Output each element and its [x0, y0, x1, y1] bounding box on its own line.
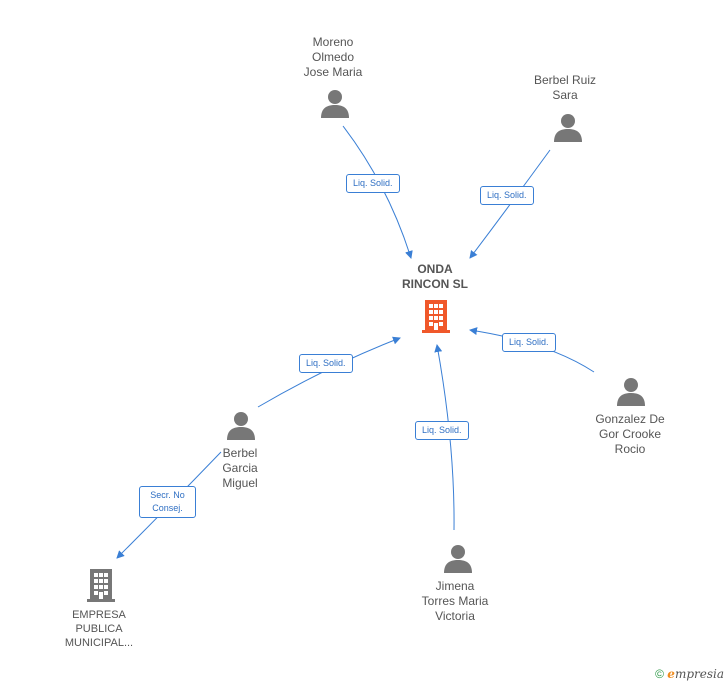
edge-label-gonzalez[interactable]: Liq. Solid. — [502, 333, 556, 352]
edge-label-berbel-ruiz[interactable]: Liq. Solid. — [480, 186, 534, 205]
person-label-berbel-garcia[interactable]: Berbel Garcia Miguel — [222, 446, 258, 490]
person-label-gonzalez[interactable]: Gonzalez De Gor Crooke Rocio — [595, 412, 665, 456]
building-icon[interactable] — [420, 298, 452, 334]
edge-line-jimena — [434, 344, 455, 531]
person-label-moreno[interactable]: Moreno Olmedo Jose Maria — [303, 35, 363, 79]
footer-brand: © empresia — [655, 667, 724, 681]
edge-label-empresa[interactable]: Secr. No Consej. — [139, 486, 196, 518]
edge-label-moreno[interactable]: Liq. Solid. — [346, 174, 400, 193]
center-company-label[interactable]: ONDA RINCON SL — [402, 262, 468, 291]
person-label-jimena[interactable]: Jimena Torres Maria Victoria — [421, 579, 489, 623]
copyright-symbol: © — [655, 667, 664, 681]
company-label-empresa-publica[interactable]: EMPRESA PUBLICA MUNICIPAL... — [64, 609, 134, 649]
person-icon[interactable] — [320, 88, 350, 118]
person-icon[interactable] — [553, 112, 583, 142]
person-icon[interactable] — [443, 543, 473, 573]
person-label-berbel-ruiz[interactable]: Berbel Ruiz Sara — [533, 73, 597, 102]
edge-label-berbel-garcia[interactable]: Liq. Solid. — [299, 354, 353, 373]
brand-logo: empresia — [667, 667, 724, 681]
person-icon[interactable] — [616, 376, 646, 406]
building-icon[interactable] — [85, 567, 117, 603]
edge-label-jimena[interactable]: Liq. Solid. — [415, 421, 469, 440]
person-icon[interactable] — [226, 410, 256, 440]
